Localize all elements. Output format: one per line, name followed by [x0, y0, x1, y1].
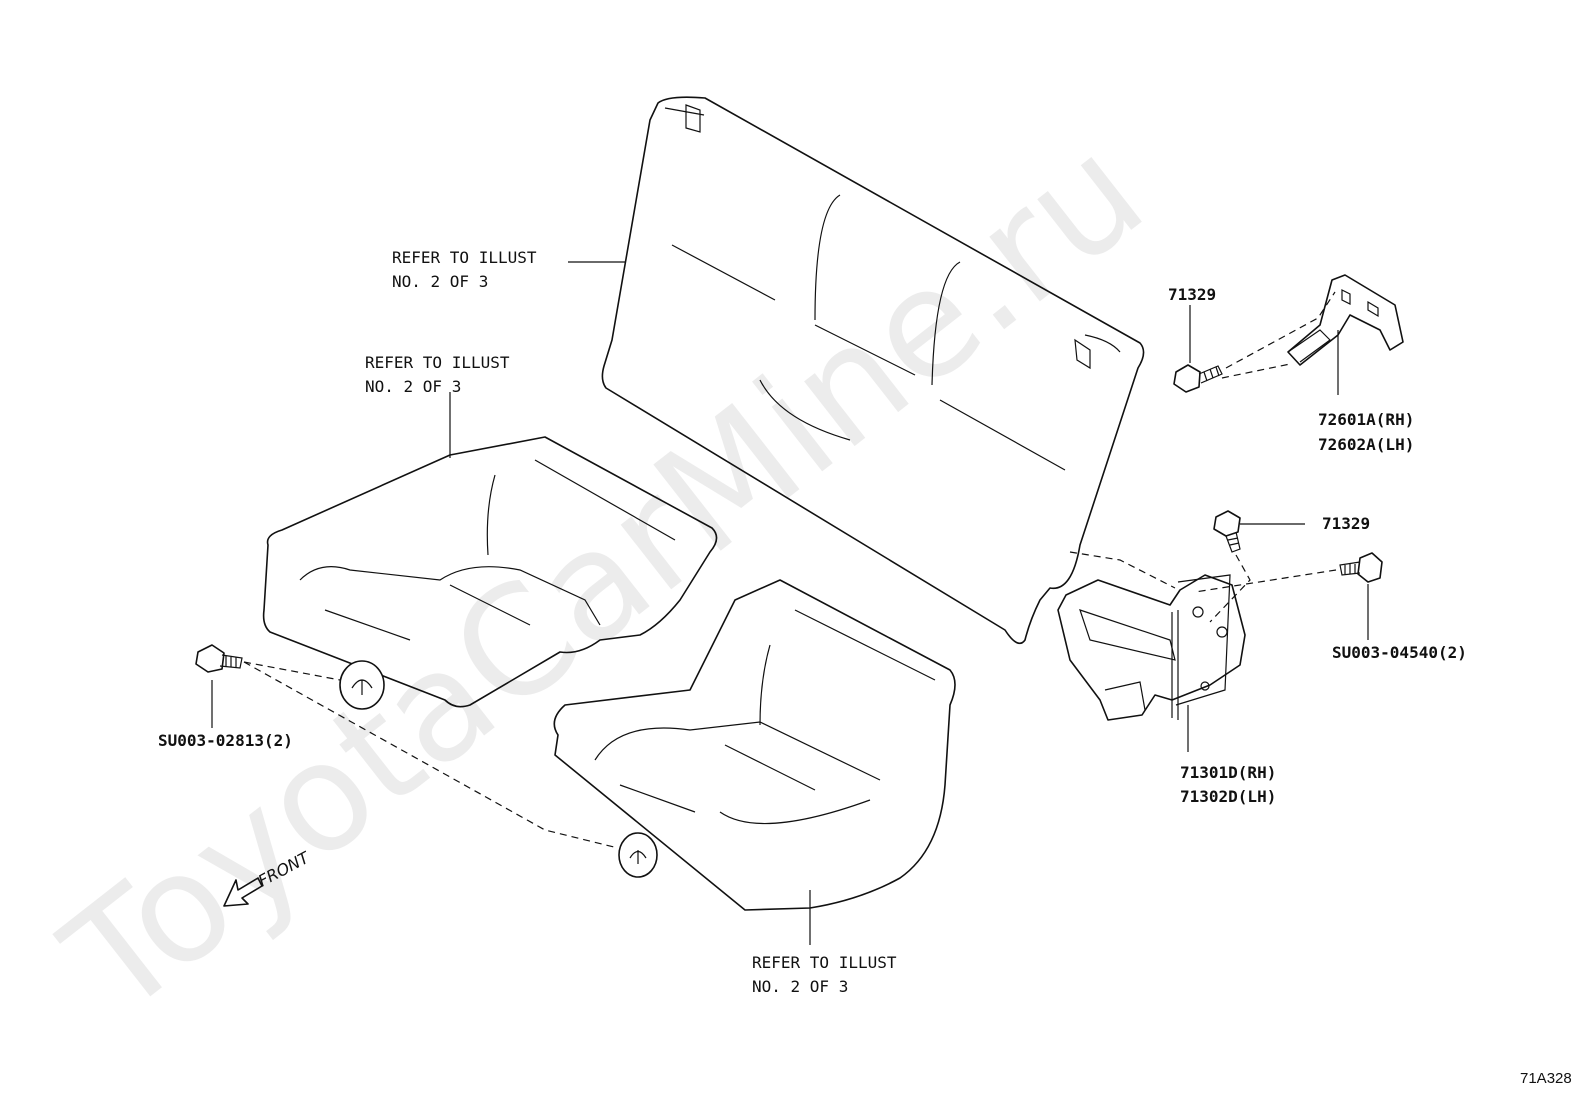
reference-label-seatback-line2: NO. 2 OF 3	[392, 272, 488, 291]
diagram-code: 71A328	[1520, 1070, 1572, 1087]
seat-cushion-right-illustration	[553, 579, 956, 911]
seat-back-illustration	[601, 96, 1145, 645]
part-label-bolt-left: SU003-02813(2)	[158, 731, 293, 750]
reference-label-cushion-left-line1: REFER TO ILLUST	[365, 353, 510, 372]
front-arrow-icon	[223, 877, 263, 907]
part-label-bolt-lower: 71329	[1322, 514, 1370, 533]
part-label-hinge-rh: 71301D(RH)	[1180, 763, 1276, 782]
part-label-bolt-upper: 71329	[1168, 285, 1216, 304]
bolt-right-icon	[1339, 552, 1383, 583]
left-fastener-group	[195, 644, 658, 878]
bolt-lower-icon	[1213, 510, 1241, 553]
seat-cushion-left-illustration	[262, 436, 718, 708]
watermark: ToyotaCarMine.ru	[34, 104, 1175, 1048]
reference-label-cushion-left-line2: NO. 2 OF 3	[365, 377, 461, 396]
part-label-bolt-right: SU003-04540(2)	[1332, 643, 1467, 662]
part-label-hinge-cover-rh: 72601A(RH)	[1318, 410, 1414, 429]
hinge-cover-illustration	[1287, 274, 1404, 395]
hook-bracket-front	[339, 660, 385, 710]
bolt-left-icon	[195, 644, 243, 673]
part-label-hinge-cover-lh: 72602A(LH)	[1318, 435, 1414, 454]
reference-label-cushion-right-line1: REFER TO ILLUST	[752, 953, 897, 972]
hook-bracket-rear	[618, 832, 658, 878]
seat-hinge-illustration	[1057, 574, 1246, 721]
reference-label-seatback-line1: REFER TO ILLUST	[392, 248, 537, 267]
reference-label-cushion-right-line2: NO. 2 OF 3	[752, 977, 848, 996]
bolt-upper-icon	[1173, 364, 1223, 393]
part-label-hinge-lh: 71302D(LH)	[1180, 787, 1276, 806]
